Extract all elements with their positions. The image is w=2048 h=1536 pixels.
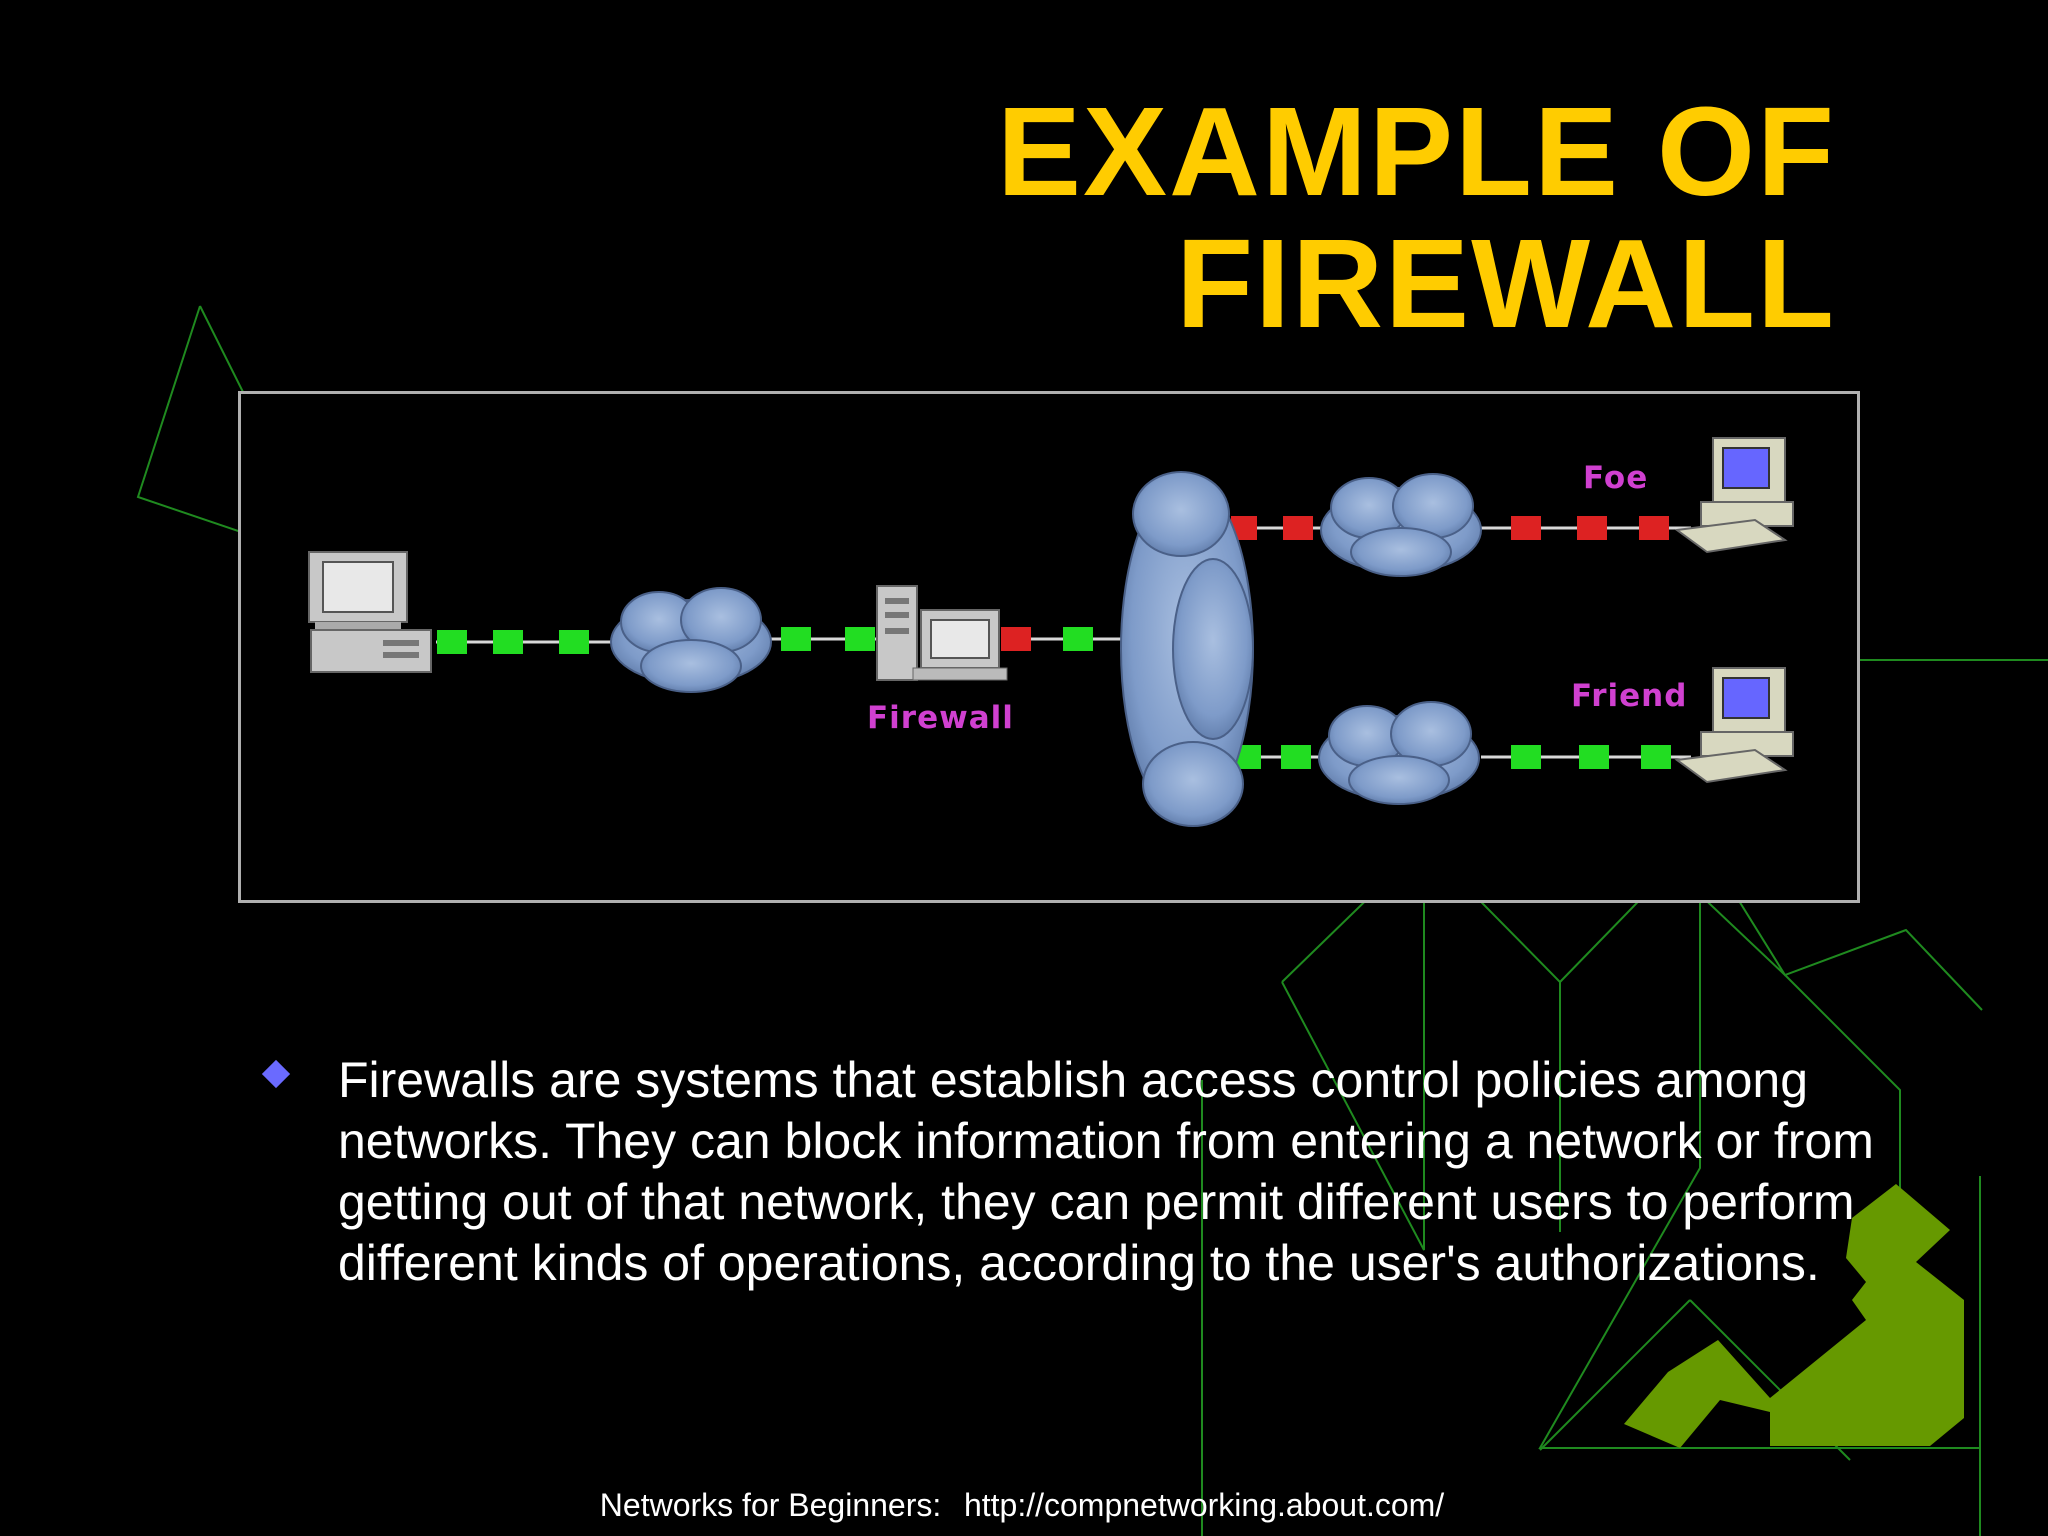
allowed-segment	[437, 630, 467, 654]
network-diagram-svg	[308, 437, 1794, 827]
blocked-segment	[1577, 516, 1607, 540]
slide-footer: Networks for Beginners: http://compnetwo…	[0, 1487, 2048, 1524]
friend-cloud-icon	[1318, 701, 1480, 805]
allowed-segment	[845, 627, 875, 651]
friend-label: Friend	[1571, 678, 1688, 714]
allowed-segment	[559, 630, 589, 654]
allowed-segment	[1511, 745, 1541, 769]
deco-line-7	[1539, 1299, 1691, 1451]
blocked-segment	[1283, 516, 1313, 540]
title-line-1: EXAMPLE OF	[996, 81, 1836, 222]
friend-computer-icon	[1674, 667, 1794, 784]
foe-label: Foe	[1583, 460, 1649, 496]
blocked-segment	[1001, 627, 1031, 651]
allowed-segment	[1281, 745, 1311, 769]
deco-triangle-left	[136, 305, 257, 538]
deco-green-shape	[1624, 1184, 1964, 1448]
internet-cloud-icon	[1120, 471, 1254, 827]
deco-zigzag-1	[1281, 841, 1425, 1251]
blocked-segment	[1511, 516, 1541, 540]
firewall-label: Firewall	[867, 700, 1014, 736]
title-line-2: FIREWALL	[1176, 213, 1836, 354]
allowed-segment	[1641, 745, 1671, 769]
protected-computer-icon	[308, 551, 432, 673]
deco-zigzag-4	[1538, 838, 1980, 1449]
blocked-segments	[1001, 516, 1669, 651]
footer-label: Networks for Beginners:	[599, 1487, 942, 1523]
foe-computer-icon	[1674, 437, 1794, 554]
allowed-segment	[1579, 745, 1609, 769]
slide-title: EXAMPLE OF FIREWALL	[536, 86, 1836, 350]
firewall-diagram: Firewall Foe Friend	[238, 391, 1860, 903]
firewall-server-icon	[876, 585, 1008, 681]
footer-url: http://compnetworking.about.com/	[963, 1487, 1445, 1523]
allowed-segments	[437, 627, 1671, 769]
bullet-text: Firewalls are systems that establish acc…	[338, 1052, 1874, 1291]
foe-cloud-icon	[1320, 473, 1482, 577]
allowed-segment	[781, 627, 811, 651]
blocked-segment	[1639, 516, 1669, 540]
allowed-segment	[493, 630, 523, 654]
allowed-segment	[1063, 627, 1093, 651]
lan-cloud-icon	[610, 587, 772, 693]
